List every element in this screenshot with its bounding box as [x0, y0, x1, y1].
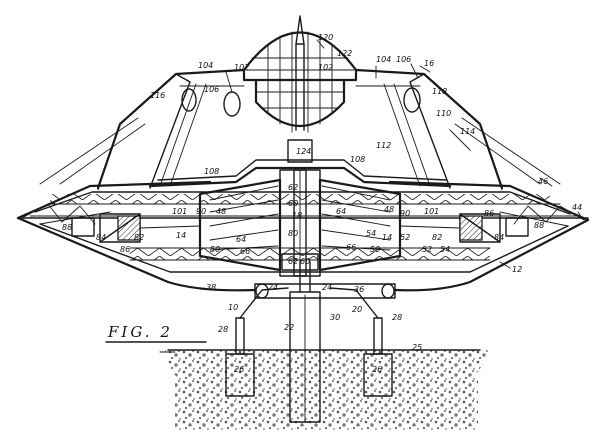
ref-label-101: 101 [172, 207, 187, 216]
ref-label-106: 106 [204, 85, 219, 94]
ref-label-102: 102 [234, 63, 249, 72]
ref-label-54: 54 [366, 229, 376, 238]
ref-label-30: 30 [330, 313, 340, 322]
ref-label-60: 60 [288, 199, 298, 208]
ref-label-62: 62 [288, 183, 298, 192]
ref-label-90: 90 [400, 209, 410, 218]
figure-caption: FIG. 2 [107, 323, 173, 341]
ref-label-52: 52 [422, 245, 432, 254]
ref-label-46: 46 [538, 177, 548, 186]
ref-label-108: 108 [204, 167, 219, 176]
ref-label-48: 48 [384, 205, 394, 214]
ref-label-66: 66 [346, 243, 356, 252]
ref-label-26: 26 [234, 365, 244, 374]
ref-label-108: 108 [350, 155, 365, 164]
ref-label-122: 122 [337, 49, 352, 58]
ref-label-120: 120 [318, 33, 333, 42]
ref-label-28: 28 [392, 313, 402, 322]
ref-label-60: 60 [300, 257, 310, 266]
ref-label-25: 25 [412, 343, 422, 352]
ref-label-24: 24 [322, 283, 332, 292]
ref-label-88: 88 [534, 221, 544, 230]
ref-label-26: 26 [372, 365, 382, 374]
ref-label-90: 90 [196, 207, 206, 216]
ref-label-22: 22 [284, 323, 294, 332]
ref-label-104: 104 [376, 55, 391, 64]
ref-label-124: 124 [296, 147, 311, 156]
ref-label-24: 24 [268, 283, 278, 292]
ref-label-106: 106 [396, 55, 411, 64]
leader-lines [225, 39, 583, 269]
upper-dome [39, 68, 561, 191]
ref-label-16: 16 [424, 59, 434, 68]
ref-label-36: 36 [354, 285, 364, 294]
ref-label-114: 114 [460, 127, 475, 136]
ref-label-88: 88 [62, 223, 72, 232]
ref-label-86: 86 [120, 245, 130, 254]
reference-numerals: 120 122 104 102 102 104 106 106 16 116 1… [62, 33, 582, 374]
ref-label-118: 118 [432, 87, 447, 96]
ref-label-14: 14 [382, 233, 392, 242]
ref-label-84: 84 [96, 233, 106, 242]
cabin-deck [148, 139, 452, 188]
ref-label-38: 38 [206, 283, 216, 292]
ref-label-54: 54 [440, 245, 450, 254]
ref-label-80: 80 [288, 229, 298, 238]
ref-label-110: 110 [436, 109, 451, 118]
landing-legs [225, 287, 393, 397]
ref-label-112: 112 [376, 141, 391, 150]
ref-label-50: 50 [210, 245, 220, 254]
ref-label-64: 64 [336, 207, 346, 216]
ref-label-64: 64 [236, 235, 246, 244]
ref-label-66: 66 [240, 247, 250, 256]
ref-label-84: 84 [494, 233, 504, 242]
ref-label-28: 28 [218, 325, 228, 334]
ref-label-44: 44 [572, 203, 582, 212]
ref-label-14: 14 [176, 231, 186, 240]
cupola [242, 15, 358, 133]
ref-label-86: 86 [484, 209, 494, 218]
ref-label-12: 12 [512, 265, 522, 274]
ref-label-48: 48 [216, 207, 226, 216]
ref-label-102: 102 [318, 63, 333, 72]
thruster-units [71, 213, 529, 243]
central-core [198, 169, 402, 277]
ref-label-62: 62 [288, 257, 298, 266]
ref-label-82: 82 [134, 233, 144, 242]
ref-label-20: 20 [352, 305, 362, 314]
ground [159, 349, 488, 430]
lower-hull [16, 211, 590, 292]
ref-label-18: 18 [292, 211, 302, 220]
ref-label-10: 10 [228, 303, 238, 312]
ref-label-104: 104 [198, 61, 213, 70]
ref-label-82: 82 [432, 233, 442, 242]
ref-label-101: 101 [424, 207, 439, 216]
ref-label-52: 52 [400, 233, 410, 242]
ref-label-116: 116 [150, 91, 165, 100]
ref-label-50: 50 [370, 245, 380, 254]
